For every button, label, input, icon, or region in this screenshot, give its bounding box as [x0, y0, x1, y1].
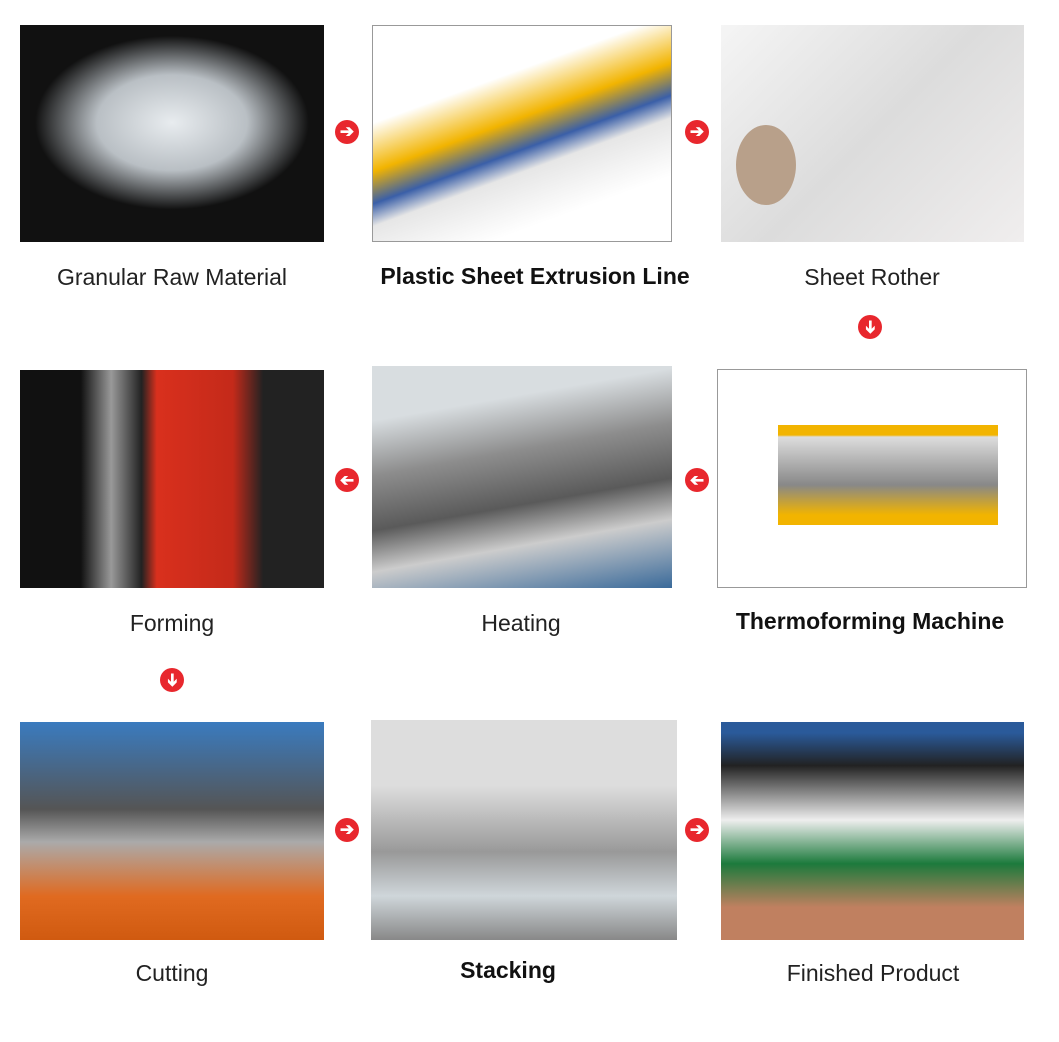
step-label: Granular Raw Material [56, 264, 288, 290]
step-label: Thermoforming Machine [735, 608, 1005, 634]
photo-thermoforming-machine [717, 369, 1027, 588]
arrow-right-circle-icon: ➔ [335, 818, 359, 842]
arrow-right-circle-icon: ➔ [685, 818, 709, 842]
photo-stacking [371, 720, 677, 940]
arrow-right-circle-icon: ➔ [335, 120, 359, 144]
step-label: Finished Product [786, 960, 960, 986]
step-label: Stacking [460, 957, 556, 983]
photo-heating [372, 366, 672, 588]
arrow-right-circle-icon: ➔ [685, 120, 709, 144]
photo-cutting [20, 722, 324, 940]
arrow-left-circle-icon: ➔ [685, 468, 709, 492]
photo-granular-raw-material [20, 25, 324, 242]
photo-sheet-roll [721, 25, 1024, 242]
arrow-down-circle-icon: ➔ [858, 315, 882, 339]
step-label: Heating [481, 610, 561, 636]
step-label: Cutting [135, 960, 209, 986]
arrow-left-circle-icon: ➔ [335, 468, 359, 492]
arrow-down-circle-icon: ➔ [160, 668, 184, 692]
step-label: Sheet Rother [804, 264, 940, 290]
step-label: Forming [129, 610, 215, 636]
step-label: Plastic Sheet Extrusion Line [380, 263, 690, 289]
photo-finished-product [721, 722, 1024, 940]
photo-forming [20, 370, 324, 588]
photo-extrusion-line [372, 25, 672, 242]
